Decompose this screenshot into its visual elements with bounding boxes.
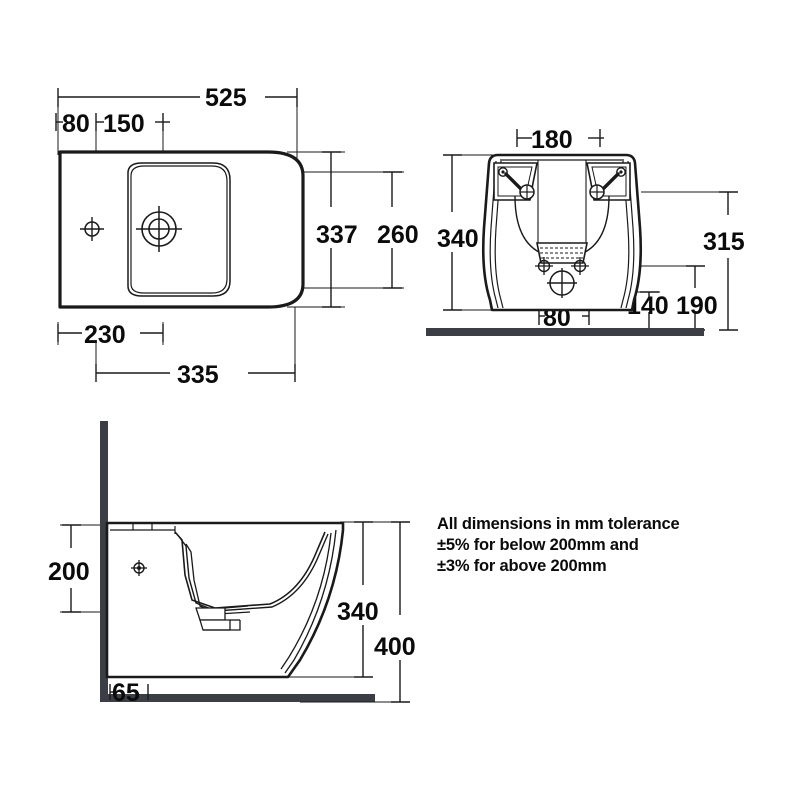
dim-plan-150: 150	[96, 110, 170, 138]
dim-label-side-400: 400	[374, 633, 416, 661]
side-floor	[100, 694, 375, 702]
side-front-contour-1	[284, 529, 337, 674]
top-plan-view: 525 80 150 337	[55, 84, 419, 389]
front-elevation-view: 180 340 315	[426, 126, 745, 336]
dim-side-65: 65	[109, 679, 149, 707]
plan-bowl-rim-inner	[130, 165, 228, 294]
front-floor-line	[426, 328, 704, 336]
plan-overflow-target-icon	[80, 217, 104, 241]
side-body-outline	[105, 521, 345, 679]
dim-front-340: 340	[437, 154, 479, 311]
front-waste-target-icon	[547, 268, 577, 298]
dim-plan-80: 80	[55, 110, 97, 138]
dim-plan-335: 335	[95, 361, 296, 389]
side-bowl-profile-2	[179, 533, 329, 612]
dim-label-front-180: 180	[531, 126, 573, 154]
dim-front-315: 315	[703, 191, 745, 331]
dim-label-front-190: 190	[676, 292, 718, 320]
dim-plan-337: 337	[316, 151, 358, 308]
dim-label-plan-80: 80	[62, 110, 90, 138]
dim-label-plan-260: 260	[377, 221, 419, 249]
front-left-contour-2	[494, 160, 504, 309]
dim-side-340: 340	[337, 521, 379, 678]
dim-plan-260: 260	[377, 171, 419, 289]
dim-label-front-315: 315	[703, 228, 745, 256]
side-front-contour-2	[280, 532, 332, 670]
side-fixing-target-icon	[131, 560, 147, 576]
front-right-fixing-bracket	[586, 162, 631, 201]
dim-plan-525: 525	[57, 84, 298, 112]
front-fixing-target-left-icon	[535, 257, 553, 275]
dim-label-plan-525: 525	[205, 84, 247, 112]
dim-label-plan-335: 335	[177, 361, 219, 389]
dim-label-front-340: 340	[437, 225, 479, 253]
dim-plan-230: 230	[57, 321, 164, 349]
front-left-contour-1	[489, 160, 499, 309]
tolerance-note-line-1: All dimensions in mm tolerance	[437, 515, 680, 533]
front-right-contour-1	[625, 160, 635, 309]
side-wall	[100, 421, 108, 702]
side-waste-trap	[195, 605, 249, 631]
dim-front-180: 180	[516, 126, 604, 154]
plan-waste-target-icon	[136, 206, 182, 252]
dim-label-side-200: 200	[48, 558, 90, 586]
front-left-fixing-bracket	[493, 162, 538, 201]
side-bowl-profile-1	[174, 531, 326, 609]
dim-label-side-340: 340	[337, 598, 379, 626]
dim-label-plan-337: 337	[316, 221, 358, 249]
dim-label-side-65: 65	[112, 679, 140, 707]
front-waste-grate	[536, 242, 588, 264]
tolerance-note: All dimensions in mm tolerance ±5% for b…	[437, 514, 767, 577]
front-fixing-target-right-icon	[571, 257, 589, 275]
side-rim-detail	[110, 523, 176, 534]
tolerance-note-line-3: ±3% for above 200mm	[437, 557, 607, 575]
dim-front-190: 190	[676, 265, 718, 331]
dim-side-200: 200	[48, 524, 90, 613]
dim-label-plan-150: 150	[103, 110, 145, 138]
dim-label-plan-230: 230	[84, 321, 126, 349]
side-section-view: 200 340 400	[48, 421, 416, 707]
dim-side-400: 400	[374, 521, 416, 703]
front-right-contour-2	[620, 160, 630, 309]
tolerance-note-line-2: ±5% for below 200mm and	[437, 536, 639, 554]
